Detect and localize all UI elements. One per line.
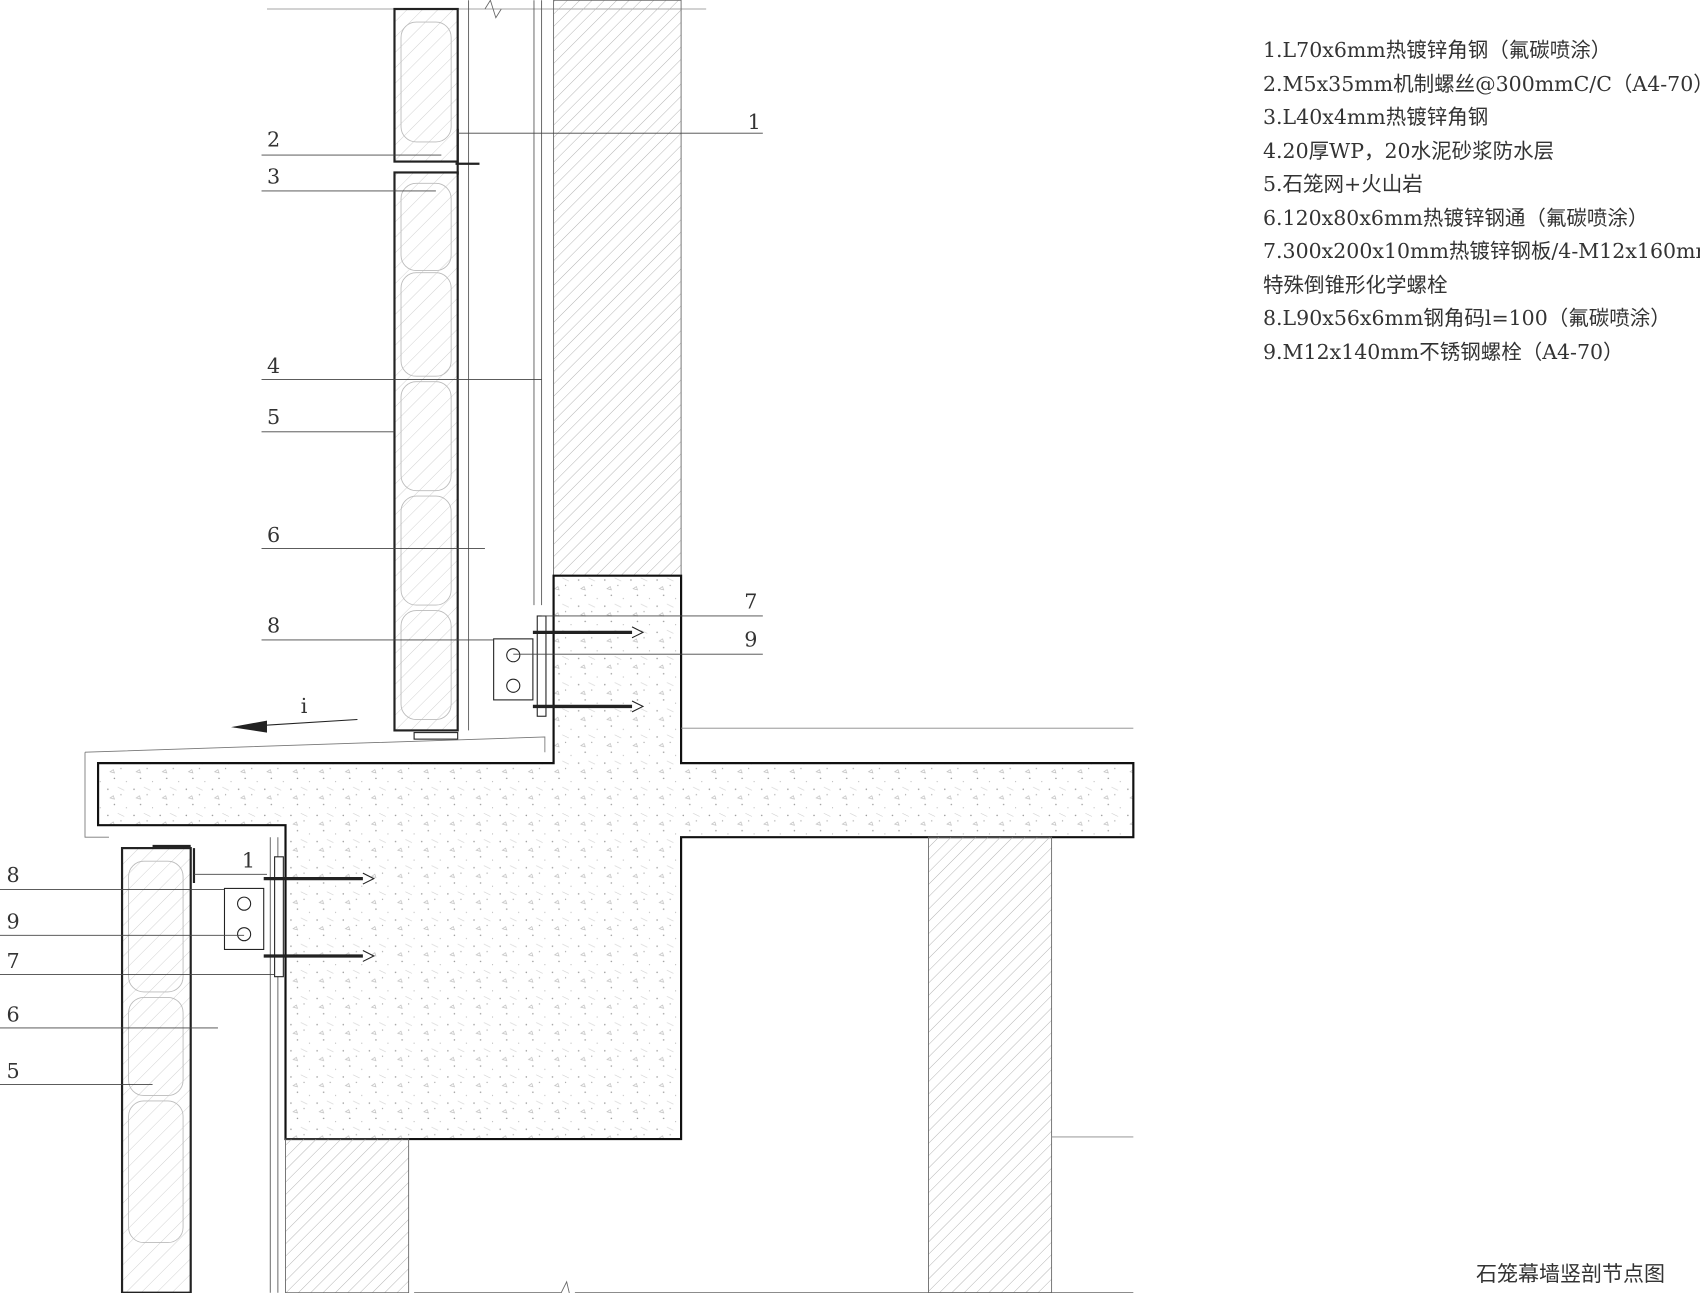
legend-item: 1.L70x6mm热镀锌角钢（氟碳喷涂） (1263, 38, 1612, 62)
callout-9: 9 (744, 628, 757, 652)
callout-6: 6 (267, 523, 280, 547)
legend-item: 8.L90x56x6mm钢角码l=100（氟碳喷涂） (1263, 306, 1671, 330)
lower-anchor-assembly (223, 856, 376, 978)
callout-5: 5 (267, 405, 280, 429)
callout-4: 4 (267, 354, 280, 378)
drawing-title: 石笼幕墙竖剖节点图 (1476, 1262, 1665, 1286)
callout-7: 7 (744, 589, 757, 613)
legend-item: 2.M5x35mm机制螺丝@300mmC/C（A4-70） (1263, 71, 1700, 96)
lower-wall (285, 1138, 410, 1293)
leader-lines (0, 132, 763, 1086)
legend-item: 6.120x80x6mm热镀锌钢通（氟碳喷涂） (1263, 205, 1649, 230)
legend-item: 4.20厚WP，20水泥砂浆防水层 (1263, 138, 1555, 163)
callout-3: 3 (267, 164, 280, 188)
upper-anchor-assembly (493, 615, 645, 717)
concrete-slab (96, 574, 1135, 1141)
callout-1: 1 (748, 110, 761, 134)
column (928, 836, 1053, 1293)
lower-callout-9: 9 (7, 910, 20, 934)
lower-gabion-panel (120, 844, 196, 1293)
lower-callout-1: 1 (242, 849, 255, 873)
lower-callout-6: 6 (7, 1002, 20, 1026)
lower-callout-8: 8 (7, 863, 20, 887)
upper-gabion-panel (393, 7, 480, 740)
legend-item: 5.石笼网+火山岩 (1263, 172, 1423, 196)
legend-item: 3.L40x4mm热镀锌角钢 (1263, 105, 1489, 129)
legend: 1.L70x6mm热镀锌角钢（氟碳喷涂） 2.M5x35mm机制螺丝@300mm… (1263, 34, 1700, 369)
callout-8: 8 (267, 613, 280, 637)
legend-item: 特殊倒锥形化学螺栓 (1263, 272, 1448, 297)
callout-labels: 1 2 3 4 5 6 7 8 9 1 8 9 7 6 5 (7, 110, 761, 1083)
lower-callout-5: 5 (7, 1059, 20, 1083)
legend-item: 7.300x200x10mm热镀锌钢板/4-M12x160mm (1263, 239, 1700, 263)
legend-item: 9.M12x140mm不锈钢螺栓（A4-70） (1263, 339, 1624, 364)
svg-text:i: i (301, 694, 308, 718)
callout-2: 2 (267, 127, 280, 151)
lower-callout-7: 7 (7, 949, 20, 973)
drainage-slope-arrow: i (231, 694, 358, 733)
